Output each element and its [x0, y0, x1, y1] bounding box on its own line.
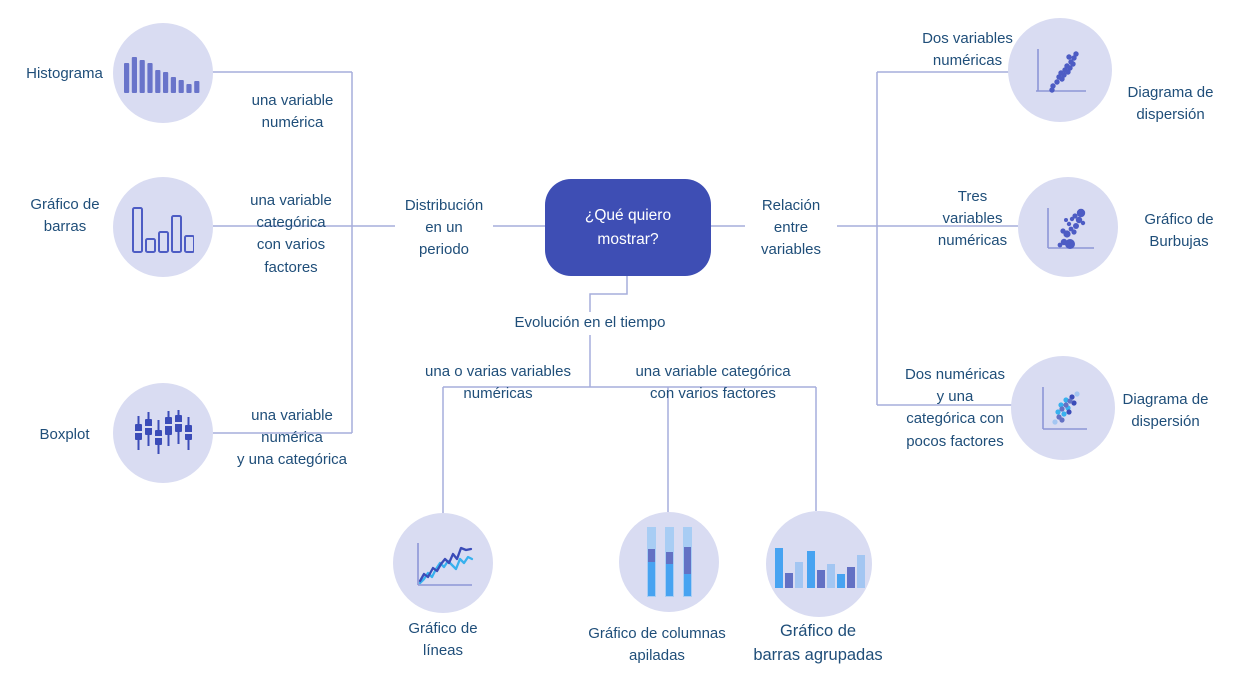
scatter-multicolor-icon [1042, 387, 1087, 430]
condition-bubble-label: Tres variables numéricas [937, 188, 1008, 250]
central-question-node: ¿Qué quiero mostrar? [545, 179, 711, 276]
line-chart-node [393, 513, 493, 613]
stacked-columns-icon [647, 527, 692, 597]
condition-boxplot-label: una variable numérica y una categórica [236, 407, 348, 469]
scatter-bottom-node [1011, 356, 1115, 460]
condition-scatter-top-label: Dos variables numéricas [922, 30, 1013, 70]
bar-chart-label: Gráfico de barras [30, 196, 100, 236]
scatter-plot-icon [1036, 49, 1086, 93]
line-chart-icon [417, 543, 474, 586]
condition-stacked-grouped-label: una variable categórica con varios facto… [635, 363, 791, 403]
grouped-bars-node [766, 511, 872, 617]
histogram-icon [124, 57, 200, 93]
condition-bars-label: una variable categórica con varios facto… [250, 192, 332, 276]
boxplot-node [113, 383, 213, 483]
stacked-columns-node [619, 512, 719, 612]
boxplot-icon [135, 410, 192, 454]
scatter-top-label: Diagrama de dispersión [1127, 84, 1214, 124]
bar-chart-icon [132, 207, 194, 253]
grouped-bars-label: Gráfico de barras agrupadas [753, 622, 883, 665]
bubble-chart-label: Gráfico de Burbujas [1144, 211, 1214, 251]
scatter-bottom-label: Diagrama de dispersión [1122, 391, 1209, 431]
branch-relation-label: Relación entre variables [745, 195, 837, 262]
scatter-top-node [1008, 18, 1112, 122]
condition-histogram-label: una variable numérica [251, 92, 334, 132]
branch-distribution-label: Distribución en un periodo [395, 195, 493, 262]
condition-line-label: una o varias variables numéricas [425, 363, 571, 403]
bubble-node [1018, 177, 1118, 277]
bubble-chart-icon [1047, 208, 1094, 249]
bar-chart-node [113, 177, 213, 277]
branch-evolution-label: Evolución en el tiempo [514, 314, 666, 331]
line-chart-label: Gráfico de líneas [408, 620, 478, 660]
condition-scatter-bottom-label: Dos numéricas y una categórica con pocos… [904, 366, 1006, 450]
boxplot-label: Boxplot [39, 426, 90, 443]
histogram-label: Histograma [26, 65, 103, 82]
grouped-bars-icon [775, 548, 865, 588]
stacked-columns-label: Gráfico de columnas apiladas [588, 625, 726, 665]
connector-node-bottom-elbow [589, 276, 628, 312]
histogram-node [113, 23, 213, 123]
